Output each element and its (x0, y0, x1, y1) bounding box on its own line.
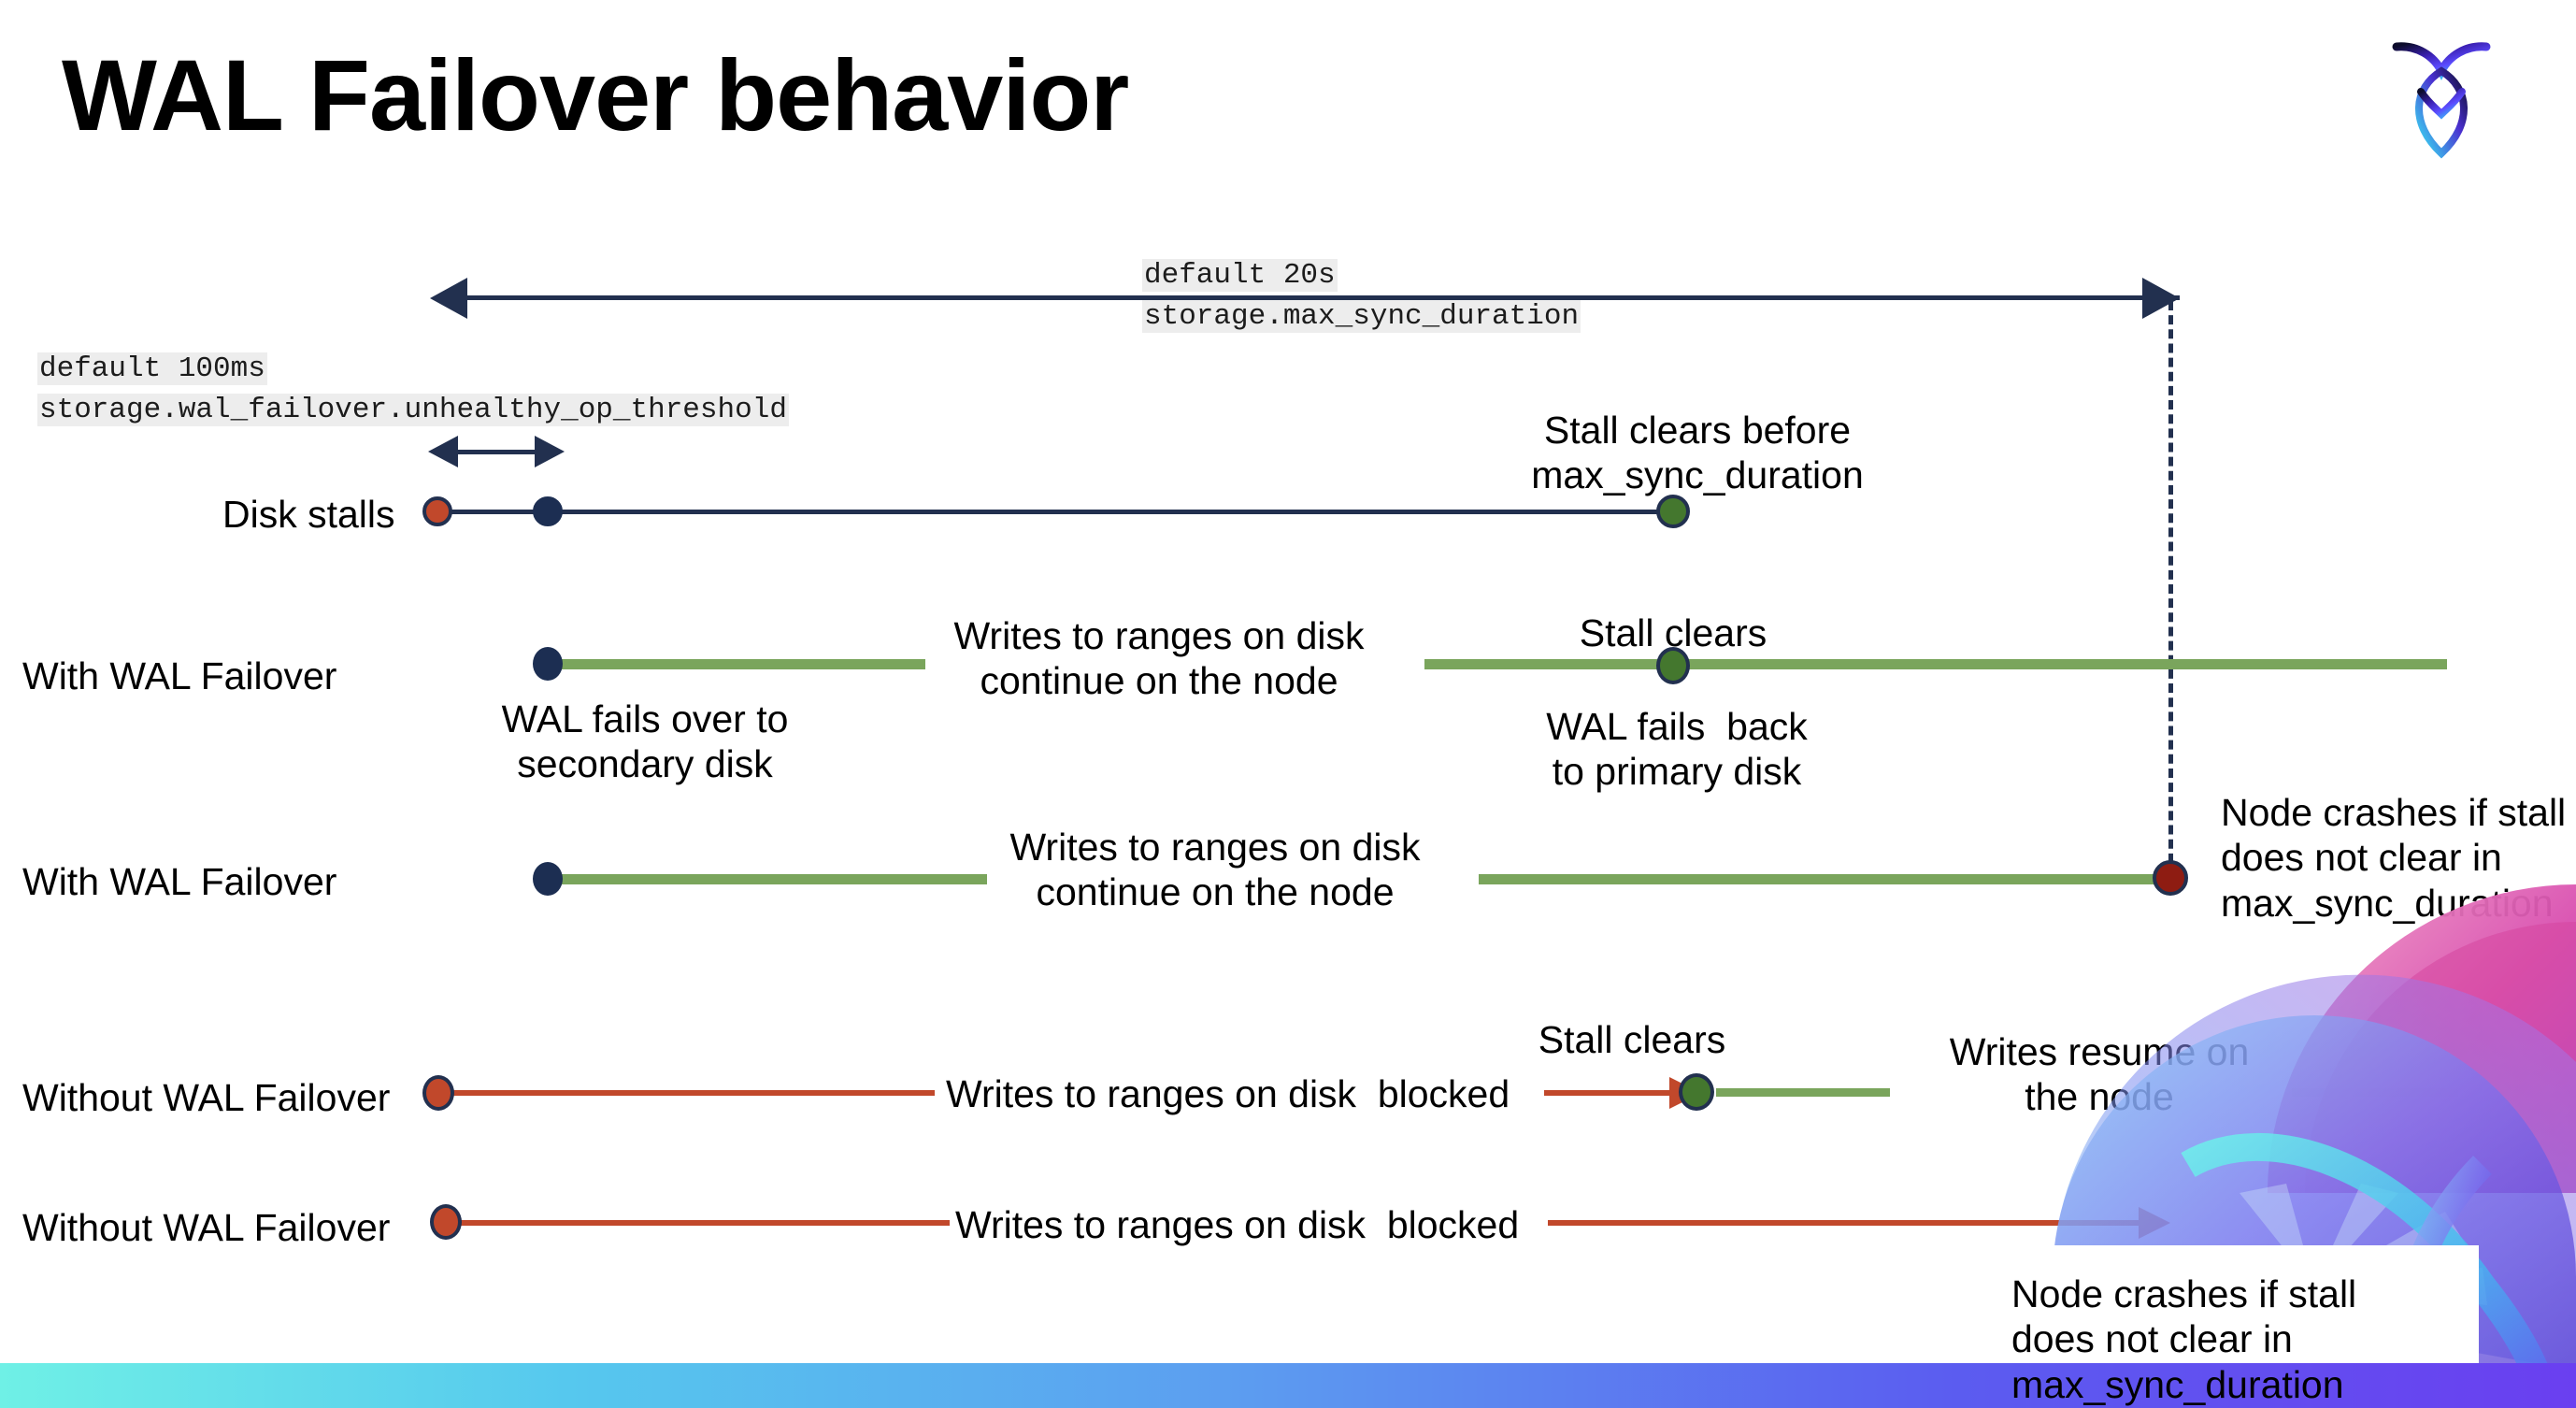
without-wal-failover-1-blocked-b (1544, 1090, 1690, 1096)
note-node-crashes-2: Node crashes if stall does not clear in … (2011, 1272, 2357, 1406)
without-wal-failover-1-stall-dot (422, 1075, 454, 1111)
note-writes-resume: Writes resume on the node (1949, 1030, 2250, 1119)
threshold-arrow-right (535, 436, 565, 467)
note-node-crashes-1: Node crashes if stall does not clear in … (2221, 791, 2567, 925)
note-writes-blocked-2: Writes to ranges on disk blocked (955, 1203, 1520, 1246)
with-wal-failover-2-segment-a (548, 874, 987, 884)
disk-stall-clear-dot (1656, 495, 1690, 528)
row-label-without-wal-failover-2: Without WAL Failover (22, 1206, 391, 1249)
with-wal-failover-2-segment-b (1479, 874, 2172, 884)
note-wal-fails-over: WAL fails over to secondary disk (501, 697, 789, 786)
disk-stall-start-dot (422, 496, 452, 526)
cockroachdb-logo-icon (2385, 30, 2497, 161)
without-wal-failover-2-blocked-a (456, 1220, 950, 1226)
row-label-with-wal-failover-2: With WAL Failover (22, 860, 337, 903)
row-label-disk-stalls: Disk stalls (222, 493, 395, 536)
without-wal-failover-2-stall-dot (430, 1204, 462, 1240)
with-wal-failover-1-stall-clear-dot (1656, 647, 1690, 684)
with-wal-failover-1-segment-b (1424, 659, 2447, 669)
note-stall-clears-before-max-sync: Stall clears before max_sync_duration (1531, 409, 1864, 497)
with-wal-failover-2-crash-dot (2153, 860, 2188, 896)
disk-stall-failover-dot (533, 496, 563, 526)
with-wal-failover-1-segment-a (548, 659, 925, 669)
row-label-without-wal-failover-1: Without WAL Failover (22, 1076, 391, 1119)
max-sync-duration-name: storage.max_sync_duration (1142, 300, 1581, 333)
note-stall-clears-1: Stall clears (1579, 611, 1767, 654)
max-sync-duration-span-line (465, 295, 2180, 300)
max-sync-duration-arrow-right (2142, 278, 2180, 319)
max-sync-duration-dashed-guide (2168, 301, 2173, 877)
note-writes-continue-1: Writes to ranges on disk continue on the… (953, 614, 1365, 703)
unhealthy-op-threshold-setting: default 100ms storage.wal_failover.unhea… (37, 349, 789, 431)
row-label-with-wal-failover-1: With WAL Failover (22, 654, 337, 697)
note-writes-blocked-1: Writes to ranges on disk blocked (946, 1072, 1510, 1115)
with-wal-failover-2-failover-dot (533, 862, 563, 896)
threshold-arrow-left (428, 436, 458, 467)
bottom-gradient-bar (0, 1363, 2576, 1408)
without-wal-failover-1-blocked-a (449, 1090, 935, 1096)
with-wal-failover-1-failover-dot (533, 647, 563, 681)
without-wal-failover-2-arrowhead (2139, 1207, 2170, 1239)
unhealthy-op-threshold-default: default 100ms (37, 352, 267, 385)
page-title: WAL Failover behavior (62, 38, 1129, 151)
without-wal-failover-1-resume-a (1716, 1088, 1890, 1097)
note-writes-continue-2: Writes to ranges on disk continue on the… (1009, 826, 1421, 914)
without-wal-failover-1-clear-dot (1679, 1073, 1714, 1111)
threshold-span-line (456, 450, 540, 454)
without-wal-failover-1-resume-b (2292, 1088, 2458, 1097)
note-stall-clears-2: Stall clears (1538, 1018, 1726, 1061)
disk-stalls-timeline (437, 510, 1673, 514)
unhealthy-op-threshold-name: storage.wal_failover.unhealthy_op_thresh… (37, 394, 789, 426)
note-wal-fails-back: WAL fails back to primary disk (1546, 705, 1808, 794)
max-sync-duration-setting: default 20s storage.max_sync_duration (1142, 255, 1581, 338)
without-wal-failover-2-blocked-b (1548, 1220, 2165, 1226)
max-sync-duration-arrow-left (430, 278, 467, 319)
max-sync-duration-default: default 20s (1142, 259, 1338, 292)
